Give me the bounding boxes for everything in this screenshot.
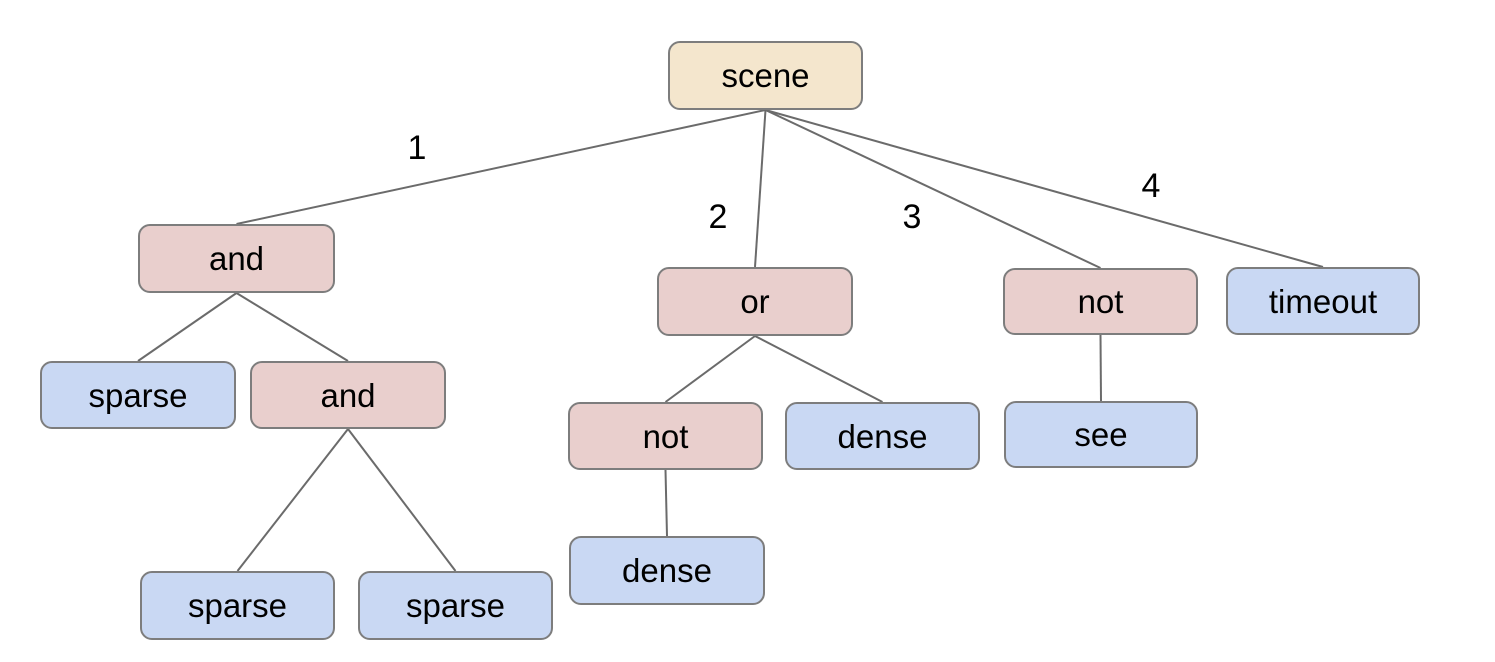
tree-node-sparse1: sparse <box>40 361 236 429</box>
edge-not2-dense2 <box>664 469 668 537</box>
tree-node-sparse2: sparse <box>140 571 335 640</box>
edge-and2-sparse3 <box>347 428 457 572</box>
tree-node-and1: and <box>138 224 335 293</box>
edge-and1-and2 <box>235 292 349 362</box>
edge-not1-see1 <box>1099 334 1102 402</box>
edge-scene-or1 <box>754 109 767 268</box>
tree-node-or1: or <box>657 267 853 336</box>
tree-node-and2: and <box>250 361 446 429</box>
edge-or1-not2 <box>664 335 756 403</box>
tree-node-timeout1: timeout <box>1226 267 1420 335</box>
edge-label-1: 1 <box>407 129 427 167</box>
edge-and1-sparse1 <box>137 292 238 362</box>
edge-or1-dense1 <box>754 335 883 403</box>
edge-label-4: 4 <box>1141 167 1161 205</box>
tree-node-see1: see <box>1004 401 1198 468</box>
edge-scene-timeout1 <box>765 109 1324 268</box>
edge-scene-and1 <box>236 109 766 225</box>
edge-label-2: 2 <box>708 198 728 236</box>
edge-scene-not1 <box>765 109 1101 269</box>
tree-node-sparse3: sparse <box>358 571 553 640</box>
tree-node-dense1: dense <box>785 402 980 470</box>
tree-node-scene: scene <box>668 41 863 110</box>
tree-node-dense2: dense <box>569 536 765 605</box>
tree-node-not1: not <box>1003 268 1198 335</box>
edge-label-3: 3 <box>902 198 922 236</box>
edge-and2-sparse2 <box>236 428 349 572</box>
tree-node-not2: not <box>568 402 763 470</box>
